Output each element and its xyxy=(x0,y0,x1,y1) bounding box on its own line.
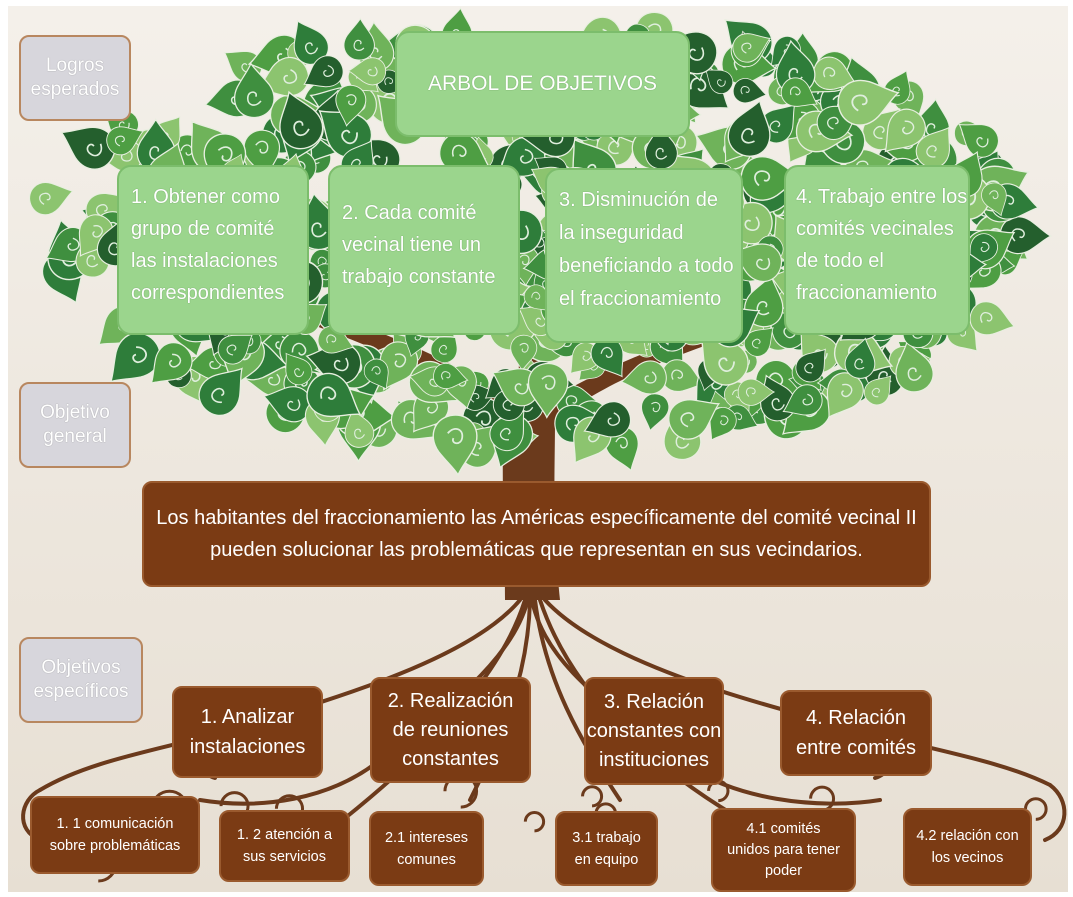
sub-objetivo-box-4-2: 4.2 relación con los vecinos xyxy=(903,808,1032,886)
sub-2-1-line-2: comunes xyxy=(397,851,456,868)
sub-4-1-line-2: unidos para tener xyxy=(727,841,840,858)
especifico-4-line-1: 4. Relación xyxy=(805,707,907,729)
sub-3-1-line-2: en equipo xyxy=(574,851,639,868)
sub-1-1-line-1: 1. 1 comunicación xyxy=(56,816,174,832)
especifico-box-1: 1. Analizar instalaciones xyxy=(172,686,323,778)
logro-box-1: 1. Obtener como grupo de comité las inst… xyxy=(117,165,309,335)
especifico-1-line-1: 1. Analizar xyxy=(200,706,295,728)
objetivo-general-line-1: Los habitantes del fraccionamiento las A… xyxy=(156,507,917,529)
especifico-2-line-1: 2. Realización xyxy=(387,689,514,712)
logro-box-3: 3. Disminución de la inseguridad benefic… xyxy=(545,168,743,343)
logro-4-line-2: comités vecinales xyxy=(796,218,954,240)
logro-1-line-4: correspondientes xyxy=(131,282,285,304)
especifico-3-line-1: 3. Relación xyxy=(603,690,705,713)
especifico-2-line-2: de reuniones xyxy=(392,718,509,741)
sub-objetivo-box-1-1: 1. 1 comunicación sobre problemáticas xyxy=(30,796,200,874)
logro-box-2: 2. Cada comité vecinal tiene un trabajo … xyxy=(328,165,520,335)
sub-2-1-line-1: 2.1 intereses xyxy=(384,829,469,846)
especifico-box-3: 3. Relación constantes con instituciones xyxy=(584,677,724,785)
especifico-1-line-2: instalaciones xyxy=(189,736,306,758)
logro-3-line-1: 3. Disminución de xyxy=(559,189,718,211)
especifico-3-line-2: constantes con xyxy=(586,719,722,742)
label-general-line-1: Objetivo xyxy=(40,402,110,423)
sub-4-2-line-2: los vecinos xyxy=(931,850,1004,866)
sub-3-1-line-1: 3.1 trabajo xyxy=(572,829,641,846)
label-especificos-line-1: Objetivos xyxy=(41,657,121,678)
sub-objetivo-box-1-2: 1. 2 atención a sus servicios xyxy=(219,810,350,882)
sub-4-2-line-1: 4.2 relación con xyxy=(916,828,1019,844)
diagram-title-text: ARBOL DE OBJETIVOS xyxy=(427,72,658,95)
sub-objetivo-box-3-1: 3.1 trabajo en equipo xyxy=(555,811,658,886)
logro-3-line-2: la inseguridad xyxy=(559,222,684,244)
sub-4-1-line-1: 4.1 comités xyxy=(746,820,821,837)
especifico-box-2: 2. Realización de reuniones constantes xyxy=(370,677,531,783)
label-general-line-2: general xyxy=(43,426,107,447)
label-especificos-line-2: específicos xyxy=(33,681,129,702)
logro-2-line-1: 2. Cada comité xyxy=(342,202,477,224)
especifico-3-line-3: instituciones xyxy=(598,748,710,771)
sub-objetivo-box-4-1: 4.1 comités unidos para tener poder xyxy=(711,808,856,892)
logro-1-line-2: grupo de comité xyxy=(131,218,275,240)
sub-4-1-line-3: poder xyxy=(764,862,803,879)
logro-4-line-4: fraccionamiento xyxy=(796,282,938,304)
label-logros-esperados: Logros esperados xyxy=(19,35,131,121)
logro-3-line-3: beneficiando a todo xyxy=(559,255,734,277)
label-logros-line-1: Logros xyxy=(45,55,105,76)
label-logros-line-2: esperados xyxy=(30,79,120,100)
logro-4-line-3: de todo el xyxy=(796,250,884,272)
logro-2-line-3: trabajo constante xyxy=(342,266,496,288)
sub-1-1-line-2: sobre problemáticas xyxy=(49,838,181,854)
logro-box-4: 4. Trabajo entre los comités vecinales d… xyxy=(784,165,970,335)
sub-objetivo-box-2-1: 2.1 intereses comunes xyxy=(369,811,484,886)
logro-1-line-1: 1. Obtener como xyxy=(131,186,280,208)
label-objetivo-general: Objetivo general xyxy=(19,382,131,468)
especifico-2-line-3: constantes xyxy=(402,747,499,770)
sub-1-2-line-1: 1. 2 atención a xyxy=(236,827,333,843)
sub-1-2-line-2: sus servicios xyxy=(242,849,326,865)
logro-1-line-3: las instalaciones xyxy=(131,250,278,272)
diagram-title: ARBOL DE OBJETIVOS xyxy=(395,31,690,137)
especifico-box-4: 4. Relación entre comités xyxy=(780,690,932,776)
especifico-4-line-2: entre comités xyxy=(795,737,917,759)
objetivo-general-box: Los habitantes del fraccionamiento las A… xyxy=(142,481,931,587)
label-objetivos-especificos: Objetivos específicos xyxy=(19,637,143,723)
logro-2-line-2: vecinal tiene un xyxy=(342,234,481,256)
logro-3-line-4: el fraccionamiento xyxy=(559,288,722,310)
objetivo-general-line-2: pueden solucionar las problemáticas que … xyxy=(210,539,863,561)
logro-4-line-1: 4. Trabajo entre los xyxy=(796,186,968,208)
